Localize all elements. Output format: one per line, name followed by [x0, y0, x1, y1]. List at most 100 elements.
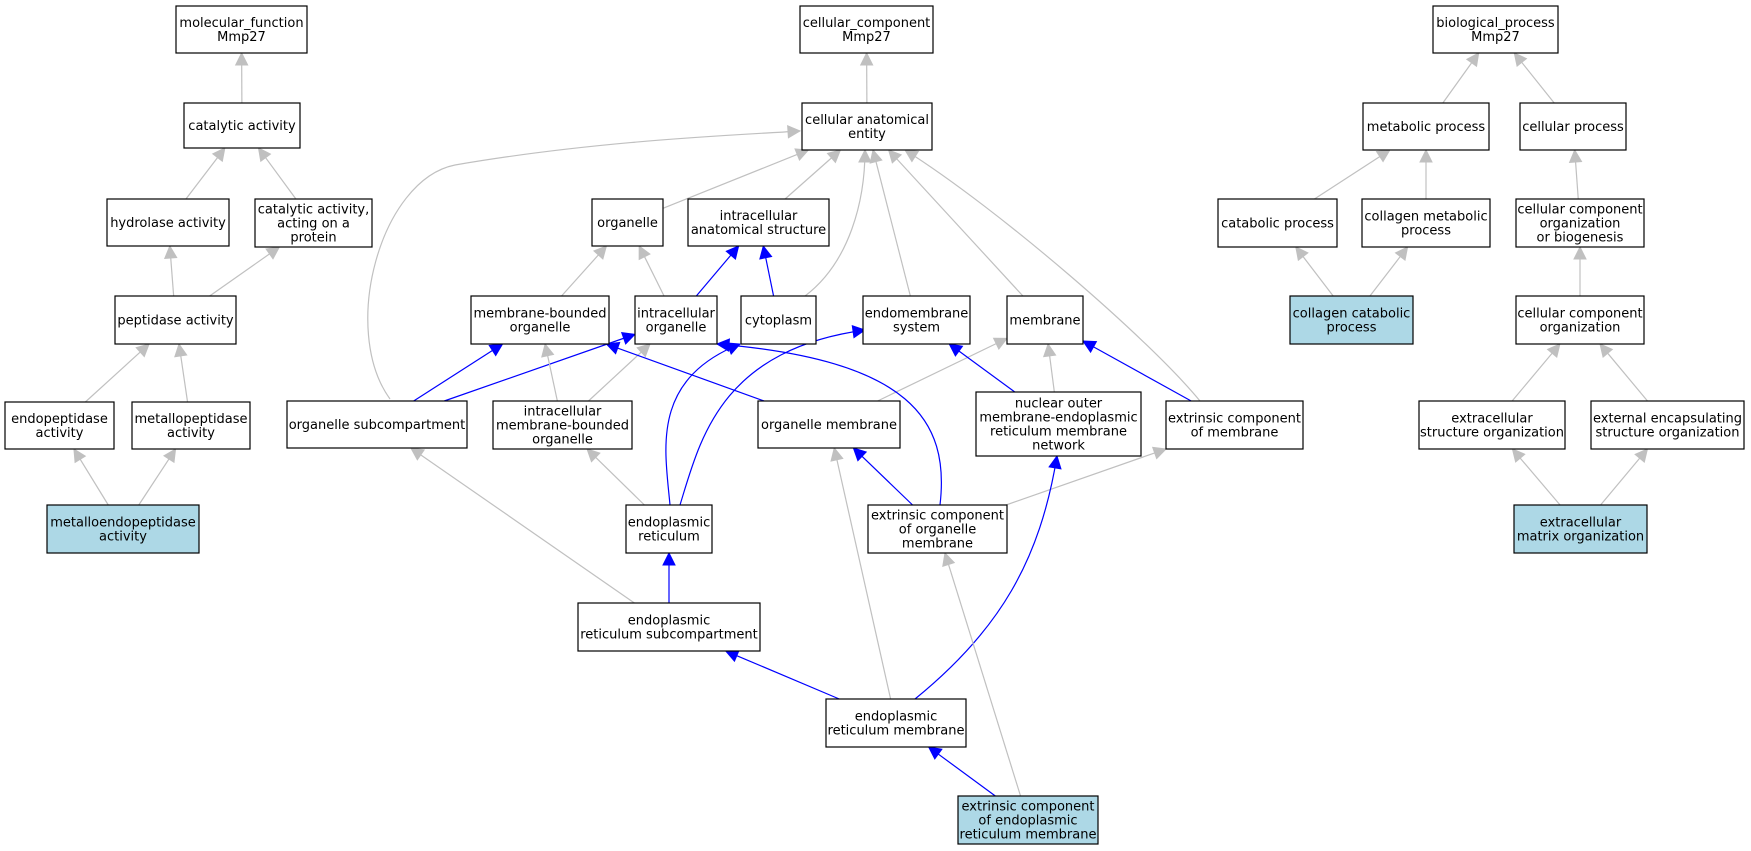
- node-label-line: activity: [167, 426, 215, 441]
- edge-arrowhead: [787, 125, 802, 139]
- edge-line: [662, 153, 800, 209]
- edge-cytoplasm-to-ias: [759, 244, 775, 297]
- node-label-line: cellular anatomical: [805, 113, 929, 128]
- node-box: [867, 504, 1008, 554]
- edge-metallopeptidase-to-peptidase: [174, 342, 189, 403]
- edge-ccob-to-cellular_proc: [1568, 148, 1583, 200]
- node-nomer[interactable]: nuclear outermembrane-endoplasmicreticul…: [975, 391, 1142, 457]
- edge-org_subcomp-to-mbo: [413, 343, 504, 402]
- node-label-line: Mmp27: [217, 30, 266, 45]
- edge-peptidase-to-hydrolase: [163, 244, 178, 297]
- node-label-line: membrane: [902, 537, 973, 552]
- node-label-line: reticulum subcompartment: [580, 628, 758, 643]
- node-box: [825, 698, 967, 748]
- edge-er_membrane-to-nomer: [914, 454, 1062, 700]
- node-label-line: hydrolase activity: [110, 216, 226, 231]
- edge-line: [588, 350, 644, 402]
- node-organelle[interactable]: organelle: [591, 198, 664, 247]
- node-peptidase[interactable]: peptidase activity: [114, 295, 237, 345]
- edge-arrowhead: [725, 245, 740, 260]
- edge-line: [1605, 351, 1648, 402]
- edge-arrowhead: [265, 246, 281, 260]
- edge-line: [179, 353, 189, 403]
- edge-line: [185, 155, 220, 200]
- edge-mbo-to-organelle: [561, 245, 608, 297]
- node-org-membrane[interactable]: organelle membrane: [757, 400, 901, 449]
- edge-arrowhead: [724, 649, 740, 663]
- node-cytoplasm[interactable]: cytoplasm: [740, 295, 817, 345]
- edge-collagen_met-to-metabolic: [1419, 148, 1433, 199]
- node-org-subcomp[interactable]: organelle subcompartment: [286, 400, 468, 449]
- edge-metalloendo-to-endopeptidase: [73, 448, 109, 506]
- edge-ext_comp_mem-to-membrane: [1082, 340, 1192, 402]
- node-box: [175, 5, 308, 54]
- node-metabolic[interactable]: metabolic process: [1362, 102, 1490, 151]
- node-label-line: collagen metabolic: [1364, 210, 1487, 225]
- node-box: [687, 198, 830, 247]
- edge-line: [263, 155, 297, 200]
- node-label-line: external encapsulating: [1593, 412, 1742, 427]
- edge-er_subcomp-to-er: [662, 551, 676, 603]
- edge-ext_encap-to-cco: [1599, 343, 1648, 402]
- edge-line: [1511, 351, 1554, 402]
- node-label-line: endoplasmic: [628, 516, 710, 531]
- node-cellular-proc[interactable]: cellular process: [1519, 102, 1627, 151]
- edge-line: [1091, 345, 1192, 402]
- edge-arrowhead: [620, 332, 637, 345]
- edge-arrowhead: [1042, 342, 1057, 358]
- edge-io-to-organelle: [638, 244, 665, 297]
- node-box: [975, 391, 1142, 457]
- node-label-line: cellular process: [1522, 120, 1624, 135]
- edge-arrowhead: [1151, 446, 1168, 460]
- edge-line: [1369, 254, 1402, 297]
- edge-arrowhead: [662, 551, 676, 566]
- edge-arrowhead: [234, 51, 249, 66]
- node-box: [286, 400, 468, 449]
- edge-arrowhead: [73, 448, 87, 464]
- edge-line: [947, 562, 1022, 797]
- node-catabolic[interactable]: catabolic process: [1217, 198, 1338, 248]
- node-membrane[interactable]: membrane: [1006, 295, 1084, 345]
- node-box: [254, 198, 373, 248]
- edge-ext_comp_mem-to-cae: [904, 149, 1201, 402]
- edge-arrowhead: [1419, 148, 1433, 163]
- node-catalytic[interactable]: catalytic activity: [183, 102, 301, 149]
- node-label-line: membrane-bounded: [496, 419, 629, 434]
- node-box: [1165, 400, 1304, 450]
- node-hydrolase[interactable]: hydrolase activity: [106, 198, 230, 247]
- edge-arrowhead: [1511, 448, 1526, 463]
- node-label-line: organelle membrane: [761, 418, 897, 433]
- node-label-line: cellular component: [1517, 203, 1642, 218]
- node-box: [1515, 295, 1645, 345]
- edge-arrowhead: [592, 245, 608, 260]
- edge-peptidase-to-cat_protein: [209, 246, 281, 297]
- edge-arrowhead: [135, 343, 150, 358]
